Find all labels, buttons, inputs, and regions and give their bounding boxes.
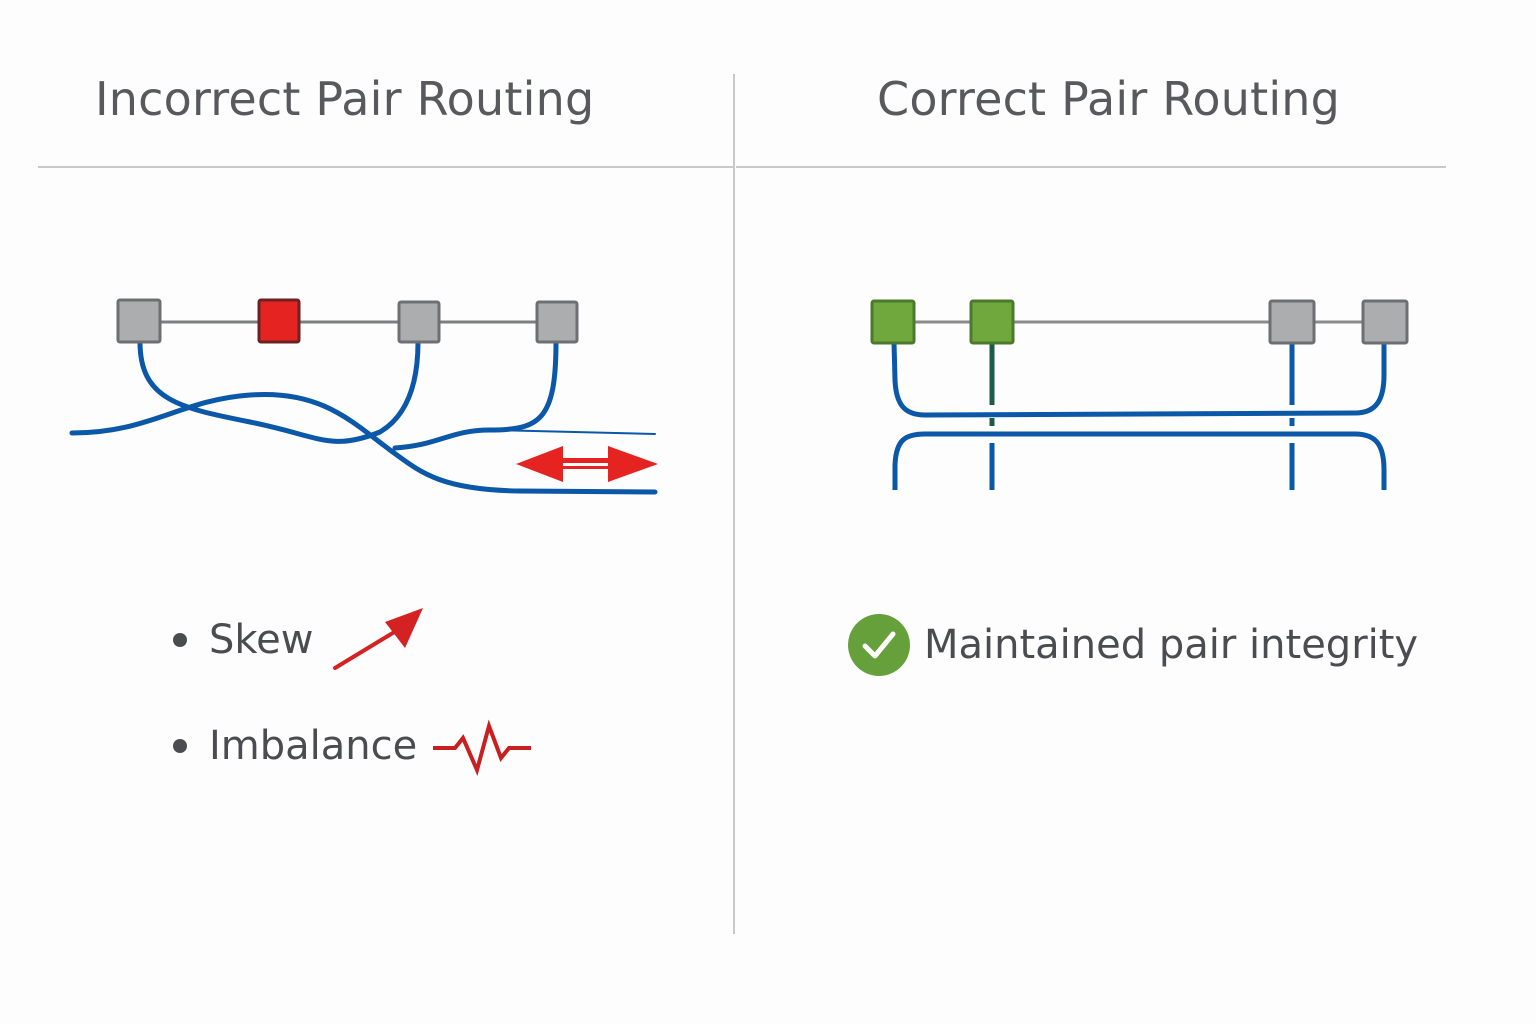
bullet-dot [173,739,187,753]
left-header-divider [38,166,734,168]
pad-neutral [397,300,441,344]
pads-right [870,299,1409,345]
bullet-dot [173,633,187,647]
right-header-divider [736,166,1446,168]
bullet-label: Imbalance [209,723,418,769]
incorrect-routing-title: Incorrect Pair Routing [95,72,595,126]
correct-routing-title: Correct Pair Routing [877,72,1341,126]
correct-routing-diagram [870,299,1409,490]
paired-traces [891,341,1387,490]
pad-neutral [1268,299,1316,345]
arrow-up-right-icon [333,608,424,670]
pad-ok [969,299,1015,345]
trace [137,339,421,444]
status-label: Maintained pair integrity [924,622,1419,668]
pads-left [116,298,579,344]
trace [891,341,1387,418]
incorrect-routing-diagram [69,298,658,495]
tangled-traces [69,339,658,495]
pad-neutral [116,298,162,344]
pad-neutral [535,300,579,344]
trace [892,431,1387,490]
pad-ok [870,299,916,345]
double-headed-arrow-icon [516,446,658,482]
panel-divider [733,74,735,934]
pair-integrity-status: Maintained pair integrity [848,614,1418,676]
trace [69,391,658,495]
trace [489,429,656,435]
bullet-label: Skew [209,617,314,663]
pad-neutral [1361,299,1409,345]
bullet-imbalance: Imbalance [173,716,533,776]
bullet-skew: Skew [173,608,431,672]
zigzag-signal-icon [433,719,532,776]
check-circle-icon [848,614,910,676]
pad-error [257,298,301,344]
